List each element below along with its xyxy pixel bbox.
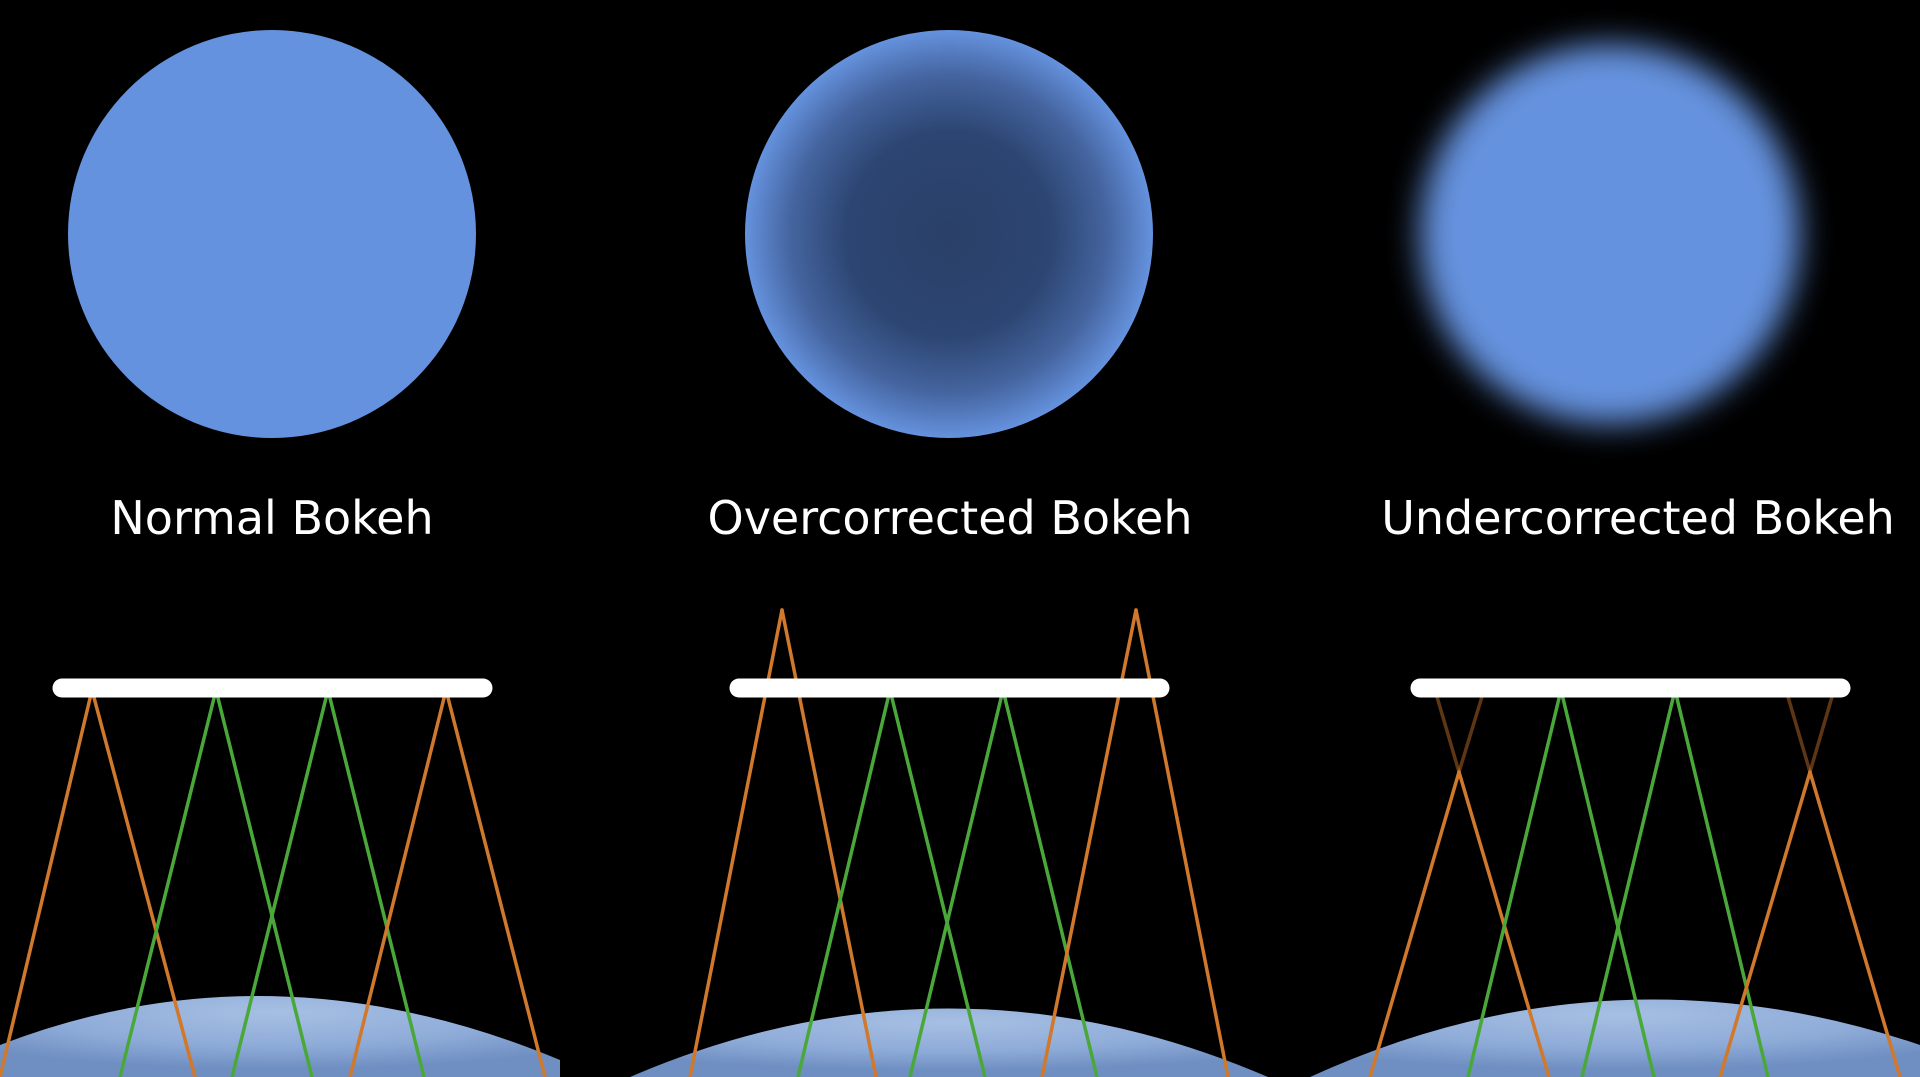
edge-ray-extension	[1433, 688, 1461, 774]
normal-bokeh-label: Normal Bokeh	[110, 491, 434, 545]
edge-ray	[444, 688, 547, 1077]
overcorrected-bokeh-disc	[745, 30, 1153, 438]
overcorrected-bokeh-label: Overcorrected Bokeh	[707, 491, 1193, 545]
edge-ray	[348, 688, 448, 1077]
center-ray	[908, 688, 1005, 1077]
normal-bokeh-disc	[68, 30, 476, 438]
lens-domes	[0, 996, 1920, 1077]
center-ray	[214, 688, 314, 1077]
undercorrected-bokeh-label: Undercorrected Bokeh	[1381, 491, 1895, 545]
edge-ray-extension	[1784, 688, 1812, 774]
edge-ray	[90, 688, 197, 1077]
center-ray	[118, 688, 218, 1077]
undercorrected-bokeh-disc	[1420, 44, 1800, 424]
edge-ray	[0, 688, 94, 1077]
undercorrected-lens	[1310, 999, 1920, 1077]
center-ray	[1466, 688, 1563, 1077]
overcorrected-lens	[630, 1008, 1268, 1077]
edge-ray-extension	[1808, 688, 1836, 774]
center-ray	[1580, 688, 1677, 1077]
edge-ray	[1718, 770, 1812, 1077]
center-ray	[796, 688, 892, 1077]
center-ray	[1001, 688, 1099, 1077]
center-ray	[1559, 688, 1656, 1077]
edge-ray-extension	[1457, 688, 1486, 774]
center-ray	[230, 688, 330, 1077]
center-ray	[326, 688, 426, 1077]
normal-lens	[0, 996, 560, 1077]
center-ray	[1673, 688, 1770, 1077]
edge-ray	[1368, 770, 1461, 1077]
center-ray	[888, 688, 987, 1077]
edge-ray	[1808, 770, 1902, 1077]
